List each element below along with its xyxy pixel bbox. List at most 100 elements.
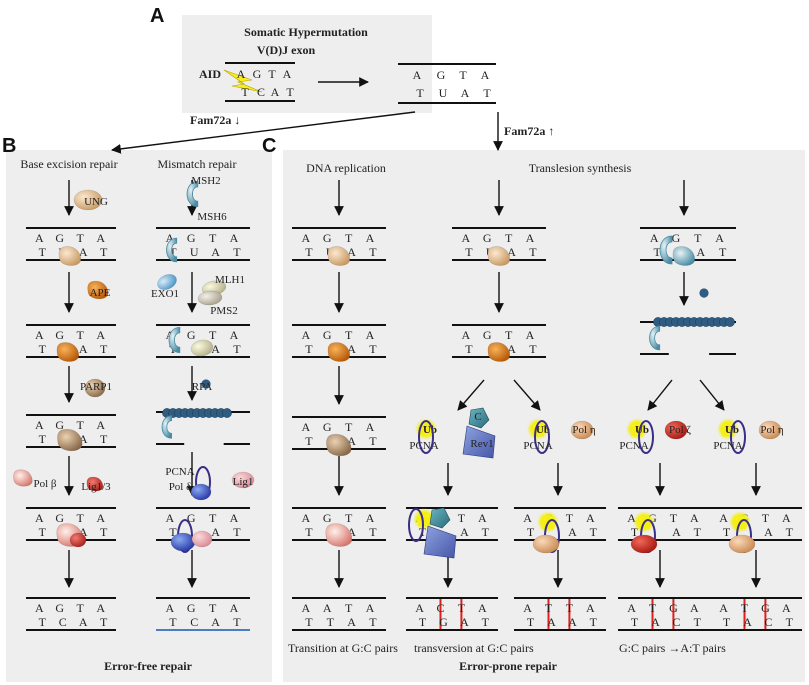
dna-c-rev1-result-bottom-3: A	[460, 615, 469, 629]
dna-c-tls1-1-top-4: A	[526, 231, 535, 245]
lig1-protein	[231, 471, 255, 489]
dna-a2-bottom-1: T	[416, 86, 424, 100]
dna-c-tls1-2-bottom-1: T	[465, 342, 473, 356]
dna-c-rep-3-bottom-4: T	[369, 434, 377, 448]
dna-c-tls1-1-bottom-1: T	[465, 245, 473, 259]
parp1-bound-protein	[57, 428, 83, 452]
replication-title: DNA replication	[306, 161, 386, 175]
dna-c-tls1-1-top-1: A	[462, 231, 471, 245]
dna-b-mmr-1-bottom-2: U	[190, 245, 199, 259]
lig13-bound	[69, 532, 87, 548]
dna-c-rep-1-bottom-3: A	[347, 245, 356, 259]
fam72a-down-label: Fam72a ↓	[190, 113, 240, 127]
exo1-protein	[157, 274, 177, 290]
parp1-protein	[84, 378, 106, 398]
fam72a-up-label: Fam72a ↑	[504, 124, 554, 138]
dna-a1-bottom-2: C	[257, 85, 265, 99]
dna-c-tls1-1-bottom-3: A	[507, 245, 516, 259]
dna-c-eta1-2-bottom-3: A	[568, 525, 577, 539]
pol-beta-protein	[13, 469, 33, 487]
dna-b-ber-1-top-3: T	[77, 231, 85, 245]
dna-c-rep-1-top-1: A	[302, 231, 311, 245]
dna-b-mmr-4-top-4: A	[230, 511, 239, 525]
dna-c-rep-4-top-2: G	[323, 511, 332, 525]
dna-c-rep-1-top-2: G	[323, 231, 332, 245]
pol-delta-label: Pol δ	[169, 481, 192, 493]
ub-rev1-star	[417, 421, 435, 437]
dna-b-mmr-result-top-1: A	[166, 601, 175, 615]
dna-a2-bottom-2: U	[439, 86, 448, 100]
rev1-bound-head	[429, 507, 451, 529]
pol-zeta-protein	[664, 420, 688, 440]
msh2-msh6-protein	[186, 180, 199, 208]
dna-c-eta1-result-top-3: T	[566, 601, 574, 615]
dna-c-tls2-1-bottom-1: T	[654, 245, 662, 259]
pol-delta-bound	[170, 532, 196, 552]
dna-b-mmr-4-top-1: A	[166, 511, 175, 525]
dna-b-mmr-1-bottom-3: A	[211, 245, 220, 259]
dna-c-zeta-2-top-3: T	[670, 511, 678, 525]
rev1-protein-head	[468, 407, 490, 429]
pol-zeta-bound	[630, 534, 658, 554]
dna-b-mmr-2-bottom-4: T	[233, 342, 241, 356]
rpa-label: RPA	[192, 381, 212, 393]
dna-c-tls2-1-top-2: G	[672, 231, 681, 245]
pcna-rev1-label: PCNA	[409, 440, 438, 452]
dna-c-rev1-result-top-1: A	[415, 601, 424, 615]
dna-c-rep-3-top-4: A	[366, 420, 375, 434]
dna-b-ber-3-top-4: A	[96, 418, 105, 432]
rep-ung-bound	[327, 246, 351, 266]
dna-c-zeta-result-top-2: T	[649, 601, 657, 615]
dna-c-rev1-result-bottom-1: T	[419, 615, 427, 629]
dna-c-eta2-result-bottom-1: T	[723, 615, 731, 629]
dna-b-ber-result-bottom-2: C	[59, 615, 67, 629]
transversion-label: transversion at G:C pairs	[414, 641, 534, 655]
dna-c-eta2-2-bottom-4: T	[786, 525, 794, 539]
dna-b-ber-3-bottom-1: T	[39, 432, 47, 446]
mmr-complex-mlh1	[190, 339, 214, 357]
dna-c-zeta-2-top-1: A	[627, 511, 636, 525]
dna-b-mmr-result-bottom-1: T	[169, 615, 177, 629]
dna-c-rep-1-top-4: A	[366, 231, 375, 245]
rev1-label: Rev1	[470, 438, 493, 450]
ung-label: UNG	[84, 196, 108, 208]
arrow-tls1-right	[513, 379, 541, 411]
dna-b-mmr-1-top-2: G	[187, 231, 196, 245]
dna-c-eta1-2-top-1: A	[523, 511, 532, 525]
dna-c-eta2-result-bottom-4: T	[786, 615, 794, 629]
pol-eta1-bound	[532, 534, 560, 554]
dna-c-rep-3-top-3: T	[345, 420, 353, 434]
pol-eta2-label: Pol η	[760, 424, 783, 436]
pms2-protein	[197, 290, 223, 306]
dna-c-rep-2-bottom-3: A	[347, 342, 356, 356]
dna-b-mmr-result-bottom-3: A	[211, 615, 220, 629]
mmr-gap-clamp	[161, 415, 172, 439]
pcna-ring-rev1-bound	[408, 508, 424, 542]
dna-b-mmr-result-top-4: A	[230, 601, 239, 615]
panel-a-background	[182, 15, 432, 113]
exo1-label: EXO1	[151, 288, 179, 300]
transition-label: Transition at G:C pairs	[288, 641, 398, 655]
rev1-bound-body	[423, 525, 457, 559]
error-prone-label: Error-prone repair	[459, 659, 558, 673]
dna-c-eta1-result-bottom-4: T	[590, 615, 598, 629]
ung-bound-protein	[58, 246, 82, 266]
ung-protein	[73, 189, 103, 211]
dna-b-ber-4-top-2: G	[55, 511, 64, 525]
pcna-eta1-label: PCNA	[523, 440, 552, 452]
dna-c-rep-result-top-3: T	[345, 601, 353, 615]
dna-c-tls1-2-bottom-3: A	[507, 342, 516, 356]
dna-c-rep-3-top-1: A	[302, 420, 311, 434]
dna-b-mmr-1-bottom-1: T	[169, 245, 177, 259]
dna-b-mmr-1-top-3: T	[209, 231, 217, 245]
dna-c-zeta-result-bottom-2: A	[651, 615, 660, 629]
tls2-rpa	[699, 288, 709, 298]
lig13-label: Lig1/3	[81, 481, 111, 493]
dna-b-ber-4-top-3: T	[77, 511, 85, 525]
dna-c-tls1-2-top-2: G	[483, 328, 492, 342]
gc-to-at-label: G:C pairs →A:T pairs	[619, 641, 726, 655]
tls-title: Translesion synthesis	[529, 161, 632, 175]
dna-a2-top-1: A	[413, 68, 422, 82]
